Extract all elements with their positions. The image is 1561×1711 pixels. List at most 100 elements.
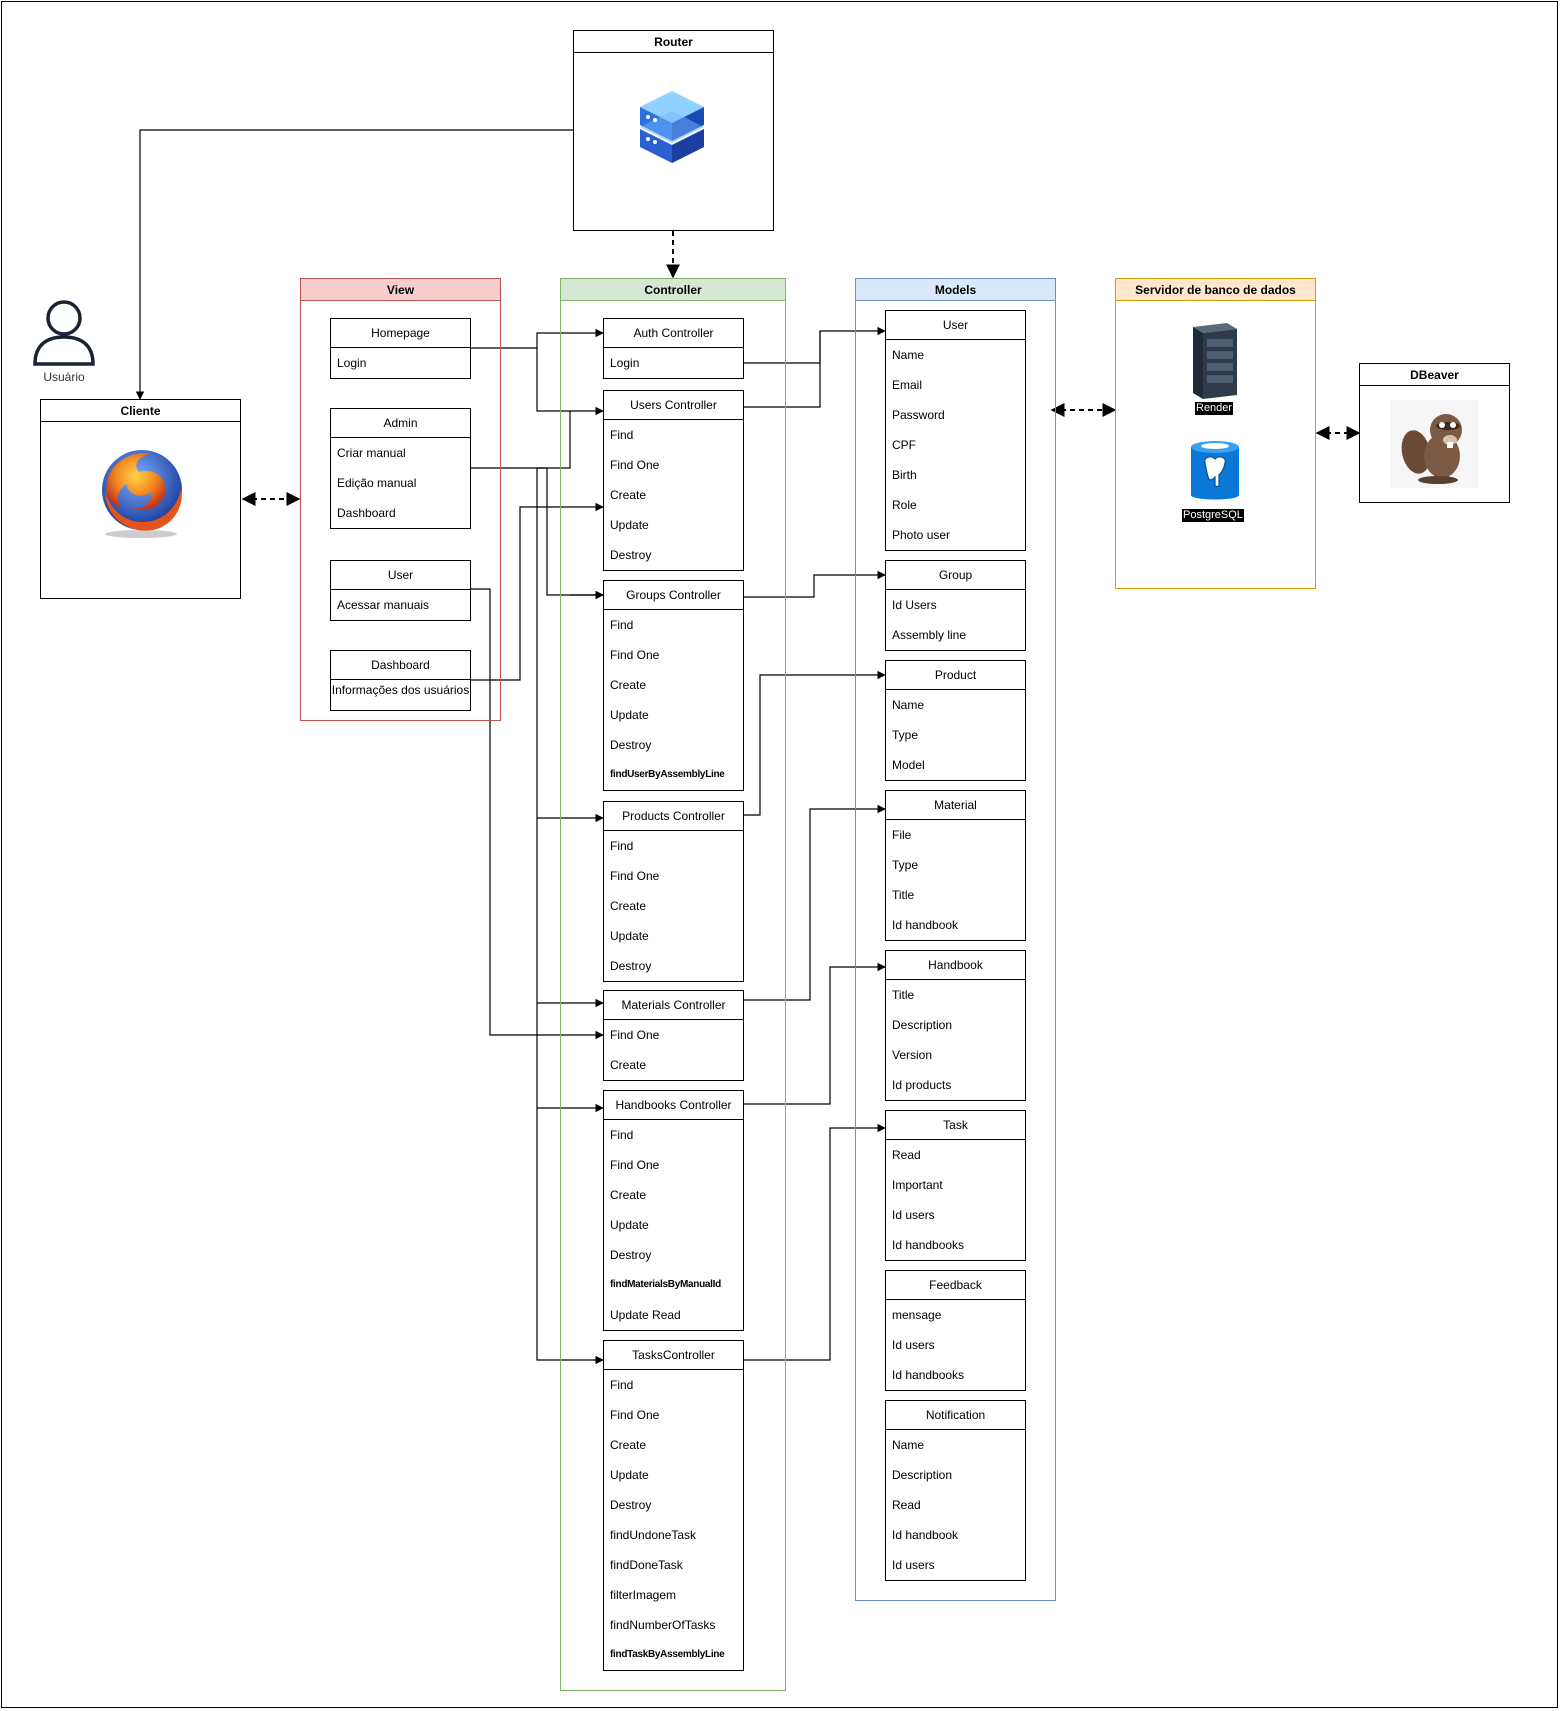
tasks-controller: TasksController Find Find One Create Upd… [603,1340,744,1671]
tasks-to-task-edge [743,1123,886,1361]
models-title: Models [856,279,1055,301]
groups-create: Create [610,678,647,692]
notification-model-title: Notification [886,1401,1025,1430]
handbooks-create: Create [610,1188,647,1202]
router-container: Router [573,30,774,231]
admin-edge [470,411,571,469]
controller-container: Controller [560,278,786,1691]
products-controller-title: Products Controller [604,802,743,831]
products-create: Create [610,899,647,913]
user-name: Name [892,348,925,362]
users-destroy: Destroy [610,548,652,562]
handbooks-find-one: Find One [610,1158,660,1172]
material-title: Title [892,888,915,902]
product-model-field: Model [892,758,925,772]
user-model-title: User [886,311,1025,340]
user-acessar-manuais[interactable]: Acessar manuais [337,598,430,612]
users-controller-title: Users Controller [604,391,743,420]
admin-edicao-manual[interactable]: Edição manual [337,476,417,490]
dashboard-edge [470,502,604,681]
tasks-find-undone-task: findUndoneTask [610,1528,697,1542]
user-view: User Acessar manuais [330,560,471,621]
auth-controller-title: Auth Controller [604,319,743,348]
user-actor: Usuário [30,298,98,388]
tasks-destroy: Destroy [610,1498,652,1512]
material-file: File [892,828,912,842]
products-controller: Products Controller Find Find One Create… [603,801,744,982]
homepage-login[interactable]: Login [337,356,367,370]
feedback-model-title: Feedback [886,1271,1025,1300]
notification-description: Description [892,1468,953,1482]
db-server-title: Servidor de banco de dados [1116,279,1315,301]
auth-login: Login [610,356,640,370]
groups-controller-title: Groups Controller [604,581,743,610]
product-model: Product Name Type Model [885,660,1026,781]
homepage-login-to-users-edge [536,348,604,416]
material-model-title: Material [886,791,1025,820]
product-type: Type [892,728,919,742]
tasks-find-number-of-tasks: findNumberOfTasks [610,1618,716,1632]
handbooks-update: Update [610,1218,649,1232]
admin-view: Admin Criar manual Edição manual Dashboa… [330,408,471,529]
person-icon [33,300,95,366]
products-destroy: Destroy [610,959,652,973]
user-edge [470,588,604,1040]
tasks-update: Update [610,1468,649,1482]
router-title: Router [574,31,773,53]
materials-controller-title: Materials Controller [604,991,743,1020]
handbook-model: Handbook Title Description Version Id pr… [885,950,1026,1101]
dbeaver-container: DBeaver [1359,363,1510,503]
group-model-title: Group [886,561,1025,590]
task-id-handbooks: Id handbooks [892,1238,965,1252]
notification-name: Name [892,1438,925,1452]
actor-label: Usuário [43,370,85,384]
products-find-one: Find One [610,869,660,883]
tasks-create: Create [610,1438,647,1452]
groups-find: Find [610,618,634,632]
tasks-find: Find [610,1378,634,1392]
admin-dashboard[interactable]: Dashboard [337,506,396,520]
admin-bus-f [537,467,604,600]
notification-model: Notification Name Description Read Id ha… [885,1400,1026,1581]
groups-to-group-edge [743,570,886,598]
handbooks-find: Find [610,1128,634,1142]
task-important: Important [892,1178,943,1192]
materials-to-material-edge [743,804,886,1001]
feedback-model: Feedback mensage Id users Id handbooks [885,1270,1026,1391]
view-title: View [301,279,500,301]
user-email: Email [892,378,923,392]
tasks-find-one: Find One [610,1408,660,1422]
render-label: Render [1195,402,1234,415]
users-controller: Users Controller Find Find One Create Up… [603,390,744,571]
users-update: Update [610,518,649,532]
task-read: Read [892,1148,921,1162]
postgresql-icon [1191,441,1239,500]
tasks-find-task-by-assembly-line: findTaskByAssemblyLine [610,1649,725,1660]
user-role: Role [892,498,917,512]
task-id-users: Id users [892,1208,935,1222]
dashboard-informacoes[interactable]: Informações dos usuários [331,683,470,697]
users-find: Find [610,428,634,442]
group-model: Group Id Users Assembly line [885,560,1026,651]
handbooks-controller-title: Handbooks Controller [604,1091,743,1120]
user-cpf: CPF [892,438,916,452]
products-update: Update [610,929,649,943]
handbooks-to-handbook-edge [743,962,886,1105]
notification-id-handbook: Id handbook [892,1528,959,1542]
homepage-title: Homepage [331,319,470,348]
tasks-controller-title: TasksController [604,1341,743,1370]
dashboard-view: Dashboard Informações dos usuários [330,650,471,711]
db-server-container: Servidor de banco de dados Render Postgr… [1115,278,1316,589]
materials-controller: Materials Controller Find One Create [603,990,744,1081]
server-icon [640,91,704,163]
auth-controller: Auth Controller Login [603,318,744,379]
render-server-icon [1193,323,1237,399]
handbook-model-title: Handbook [886,951,1025,980]
handbook-description: Description [892,1018,953,1032]
models-container: Models [855,278,1056,1601]
material-type: Type [892,858,919,872]
admin-bus-a [536,468,604,1365]
admin-title: Admin [331,409,470,438]
admin-criar-manual[interactable]: Criar manual [337,446,406,460]
handbooks-find-materials-by-manual-id: findMaterialsByManualId [610,1279,721,1290]
